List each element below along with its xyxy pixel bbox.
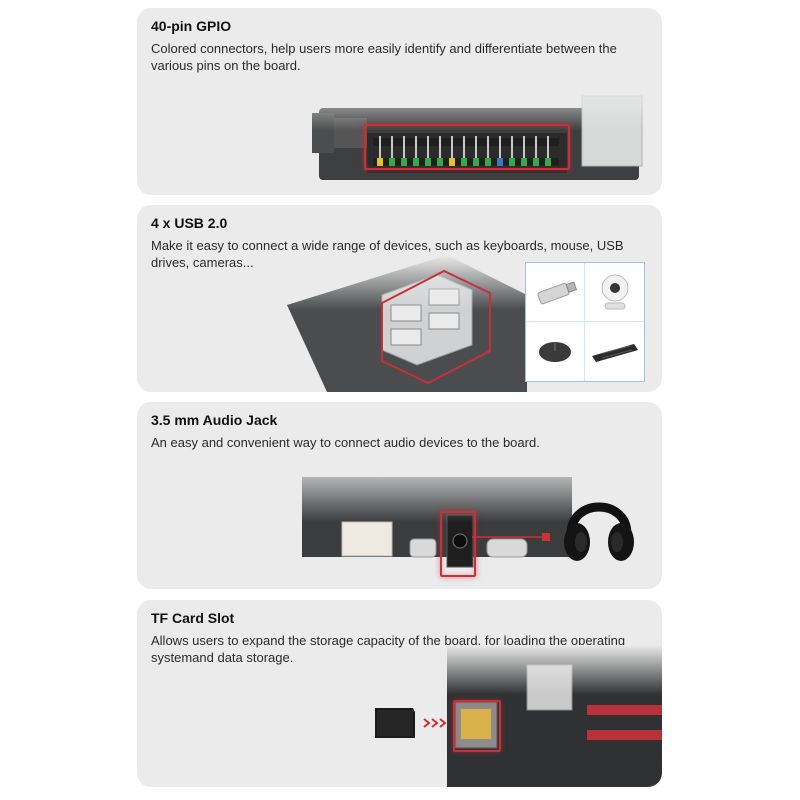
usb-card: 4 x USB 2.0 Make it easy to connect a wi…	[137, 205, 662, 392]
gpio-highlight	[364, 124, 570, 170]
audio-card: 3.5 mm Audio Jack An easy and convenient…	[137, 402, 662, 589]
keyboard-icon	[585, 322, 644, 381]
section-description: Colored connectors, help users more easi…	[151, 41, 617, 73]
headphones-icon	[564, 502, 634, 561]
section-title: 40-pin GPIO	[151, 18, 232, 34]
section-title: 4 x USB 2.0	[151, 215, 228, 231]
tf-card: TF Card Slot Allows users to expand the …	[137, 600, 662, 787]
tf-slot-highlight	[453, 700, 501, 752]
device-grid	[525, 262, 645, 382]
section-title: TF Card Slot	[151, 610, 235, 626]
section-description: Allows users to expand the storage capac…	[151, 633, 626, 665]
section-title: 3.5 mm Audio Jack	[151, 412, 278, 428]
gpio-board-illustration	[307, 78, 662, 195]
section-description: Make it easy to connect a wide range of …	[151, 238, 624, 270]
audio-board-illustration	[302, 457, 572, 587]
usb-board-illustration	[287, 255, 527, 392]
gpio-card: 40-pin GPIO Colored connectors, help use…	[137, 8, 662, 195]
section-description: An easy and convenient way to connect au…	[151, 435, 540, 450]
arrow-right-icon	[472, 533, 550, 541]
usb-drive-icon	[526, 263, 585, 322]
microsd-card-icon	[375, 708, 415, 738]
tf-board-illustration	[447, 645, 662, 787]
audio-highlight	[440, 511, 476, 577]
usb-highlight	[381, 269, 491, 385]
mouse-icon	[526, 322, 585, 381]
webcam-icon	[585, 263, 644, 322]
arrow-right-icon	[423, 718, 447, 728]
